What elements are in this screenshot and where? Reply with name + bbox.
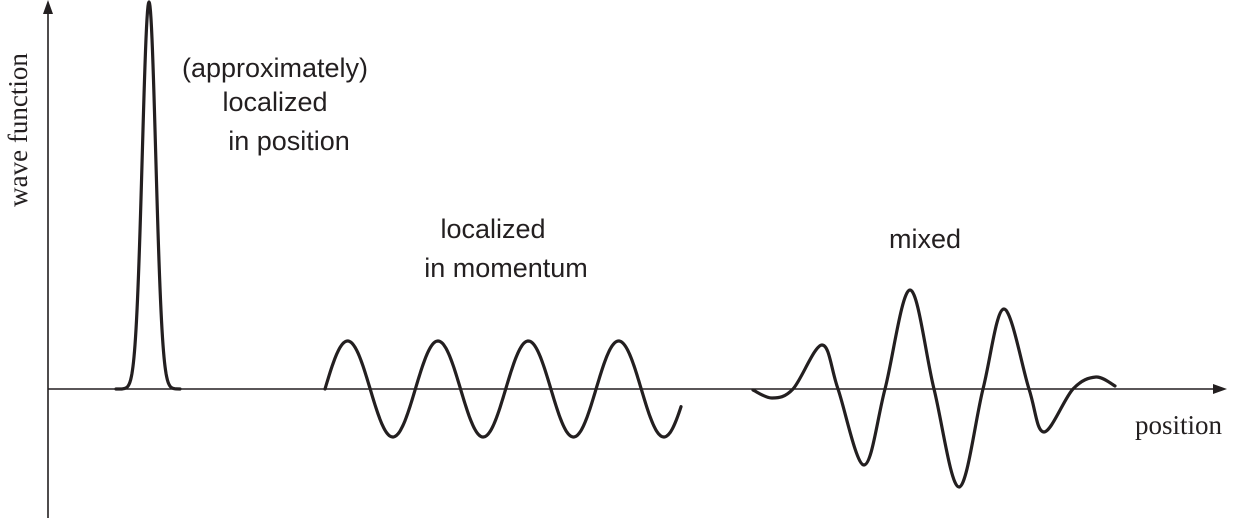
x-axis-arrow-icon bbox=[1213, 384, 1227, 394]
svg-text:localized: localized bbox=[440, 214, 545, 244]
y-axis-arrow-icon bbox=[43, 0, 53, 14]
mixed-label: mixed bbox=[889, 224, 961, 254]
x-axis-label: position bbox=[1135, 410, 1223, 440]
svg-text:(approximately): (approximately) bbox=[182, 53, 368, 83]
svg-text:in position: in position bbox=[228, 126, 350, 156]
svg-text:in momentum: in momentum bbox=[424, 253, 588, 283]
y-axis-label: wave function bbox=[3, 53, 33, 207]
momentum-localized-label: localized in momentum bbox=[424, 214, 588, 283]
mixed-wave-packet bbox=[751, 288, 1117, 489]
position-localized-wave bbox=[114, 0, 182, 391]
svg-text:localized: localized bbox=[222, 87, 327, 117]
position-localized-label: (approximately) localized in position bbox=[182, 53, 368, 156]
momentum-localized-wave bbox=[323, 339, 683, 439]
